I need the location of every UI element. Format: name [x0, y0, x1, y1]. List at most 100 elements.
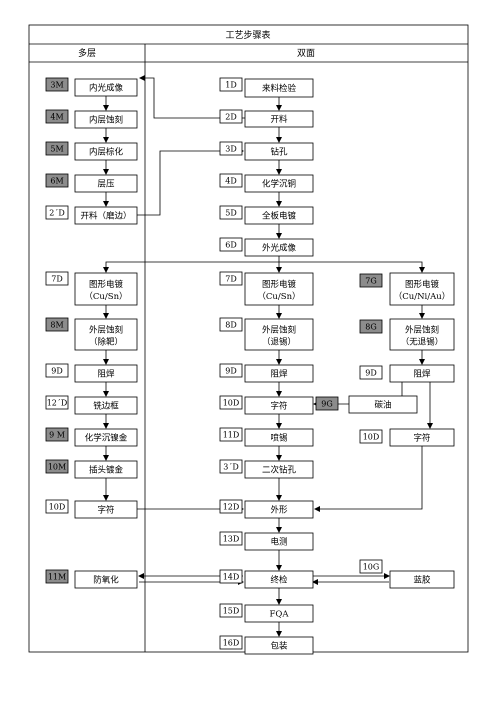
process-box: [244, 460, 314, 479]
step-label: 内层棕化: [89, 147, 124, 158]
step-code-tag: [45, 427, 69, 442]
process-box: [244, 78, 314, 98]
step-code: 9 M: [49, 431, 65, 440]
step-code: 7D: [51, 275, 63, 284]
step-code-tag: [45, 77, 69, 92]
step-code-tag: [45, 173, 69, 188]
step-label: 阻焊: [413, 369, 431, 380]
step-code-tag: [219, 109, 243, 124]
step-code: 2´D: [49, 209, 65, 218]
process-box: [74, 174, 138, 193]
step-code-tag: [219, 459, 243, 474]
step-code: 4D: [225, 177, 237, 186]
step-code-tag: [219, 205, 243, 220]
step-code-tag: [219, 427, 243, 442]
step-code-tag: [219, 569, 243, 584]
step-code: 8D: [225, 321, 237, 330]
step-code: 9G: [321, 400, 332, 409]
step-code-tag: [219, 141, 243, 156]
step-code: 10D: [223, 399, 240, 408]
step-code-tag: [359, 559, 383, 574]
step-sublabel: （Cu/Sn）: [257, 291, 300, 302]
process-box: [348, 395, 418, 414]
step-code-tag: [45, 363, 69, 378]
step-code-tag: [219, 173, 243, 188]
step-label: 开料（磨边）: [80, 211, 131, 222]
step-label: 外层蚀刻: [405, 325, 439, 336]
process-box: [74, 396, 138, 415]
process-box: [389, 428, 455, 447]
process-box: [74, 364, 138, 383]
step-label: 插头镀金: [89, 465, 124, 476]
step-code: 10D: [49, 503, 66, 512]
step-label: 喷锡: [270, 433, 288, 444]
step-code: 10M: [48, 463, 66, 472]
gold-step-1: 图形电镀（Cu/Ni/Au）7G: [359, 272, 455, 306]
step-code: 3D: [225, 145, 237, 154]
step-code: 11D: [223, 431, 240, 440]
process-box: [389, 318, 455, 351]
process-box: [74, 206, 138, 225]
step-label: 字符: [97, 505, 114, 516]
step-code-tag: [359, 273, 383, 288]
step-code-tag: [45, 459, 69, 474]
step-code: 3´D: [223, 463, 239, 472]
step-code-tag: [219, 317, 243, 332]
double-step-11: 喷锡 11D: [219, 427, 314, 447]
double-step-10: 字符 10D: [219, 395, 314, 415]
process-box: [244, 142, 314, 161]
step-label: 包装: [270, 641, 288, 652]
multilayer-step-11: 插头镀金 10M: [45, 459, 138, 479]
gold-step-4: 碳油 9G: [315, 395, 418, 414]
step-code: 8M: [50, 321, 63, 330]
step-label: 开料: [270, 114, 288, 125]
step-code-tag: [45, 499, 69, 514]
step-label: 全板电镀: [262, 211, 297, 222]
process-box: [244, 570, 314, 589]
process-box: [244, 428, 314, 447]
step-label: 阻焊: [97, 369, 115, 380]
process-box: [244, 636, 314, 655]
step-code: 7G: [365, 277, 376, 286]
step-code: 15D: [223, 607, 240, 616]
step-label: 碳油: [374, 400, 391, 411]
process-box: [244, 110, 314, 128]
process-box: [74, 110, 138, 129]
step-label: 阻焊: [270, 369, 288, 380]
process-box: [74, 78, 138, 97]
step-code: 3M: [50, 81, 63, 90]
process-box: [74, 570, 138, 589]
step-code: 12D: [223, 503, 240, 512]
step-code-tag: [219, 271, 243, 286]
step-code: 6D: [225, 241, 237, 250]
step-label: 内光成像: [89, 83, 124, 94]
step-code-tag: [219, 363, 243, 378]
multilayer-step-5: 开料（磨边） 2´D: [45, 205, 138, 225]
step-label: 外光成像: [262, 243, 297, 254]
step-code-tag: [219, 395, 243, 410]
step-label: 蓝胶: [413, 575, 431, 586]
step-label: 字符: [413, 433, 430, 444]
step-code-tag: [219, 77, 243, 92]
process-box: [244, 532, 314, 551]
step-sublabel: （退锡）: [262, 337, 296, 348]
step-code: 13D: [223, 535, 240, 544]
step-code: 9D: [365, 369, 377, 378]
gold-step-2: 外层蚀刻（无退锡）8G: [359, 318, 455, 351]
step-label: 字符: [270, 401, 287, 412]
step-code-tag: [315, 396, 339, 411]
step-label: 终检: [270, 575, 288, 586]
step-label: 防氧化: [93, 575, 119, 586]
step-code-tag: [45, 205, 69, 220]
